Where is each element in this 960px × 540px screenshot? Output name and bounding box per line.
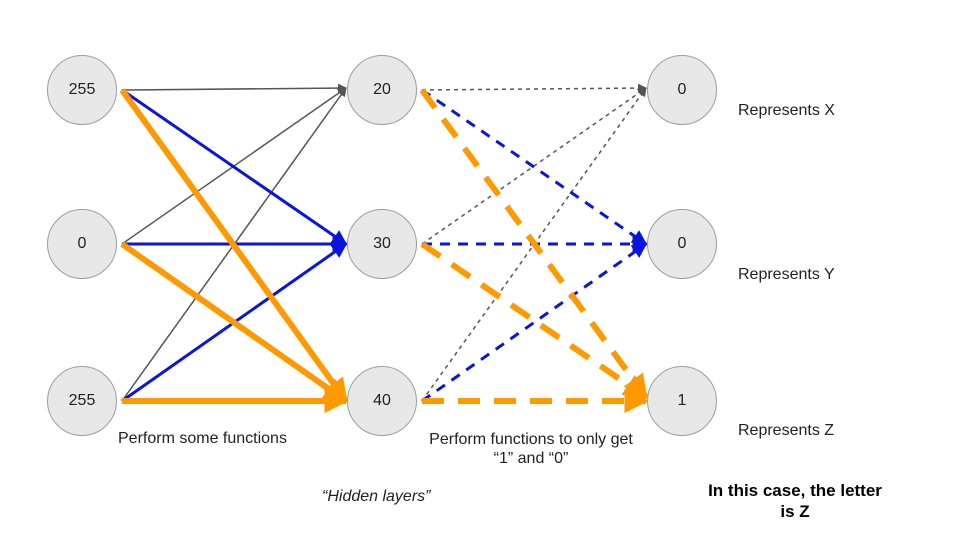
caption-input-to-hidden: Perform some functions [118, 430, 287, 447]
edge-hid3-out2 [421, 242, 648, 403]
edge-in2-hid3 [120, 241, 348, 404]
output-label-x: Represents X [738, 102, 835, 119]
output-label-z: Represents Z [738, 422, 835, 439]
edge-hid1-out1 [421, 83, 647, 93]
input-node-1: 255 [47, 55, 117, 125]
hidden-layers-label: “Hidden layers” [322, 488, 431, 505]
output-node-1: 0 [647, 55, 717, 125]
input-node-3: 255 [47, 366, 117, 436]
hidden-node-1: 20 [347, 55, 417, 125]
edge-in1-hid2 [121, 88, 348, 246]
caption-hidden-to-output: Perform functions to only get “1” and “0… [408, 430, 654, 468]
output-label-y: Represents Y [738, 266, 835, 283]
input-node-2: 0 [47, 209, 117, 279]
conclusion-line-2: is Z [780, 502, 810, 521]
edge-in1-hid3 [119, 88, 349, 403]
conclusion-line-1: In this case, the letter [708, 481, 882, 500]
edge-hid2-out3 [420, 241, 648, 400]
output-node-2: 0 [647, 209, 717, 279]
edge-hid1-out3 [419, 88, 649, 399]
edge-hid1-out2 [421, 88, 648, 246]
hidden-node-2: 30 [347, 209, 417, 279]
edge-in1-hid1 [121, 83, 347, 93]
conclusion-text: In this case, the letter is Z [690, 480, 900, 522]
caption-hidden-to-output-line-1: Perform functions to only get [429, 431, 633, 448]
output-node-3: 1 [647, 366, 717, 436]
caption-hidden-to-output-line-2: “1” and “0” [493, 450, 569, 467]
hidden-node-3: 40 [347, 366, 417, 436]
